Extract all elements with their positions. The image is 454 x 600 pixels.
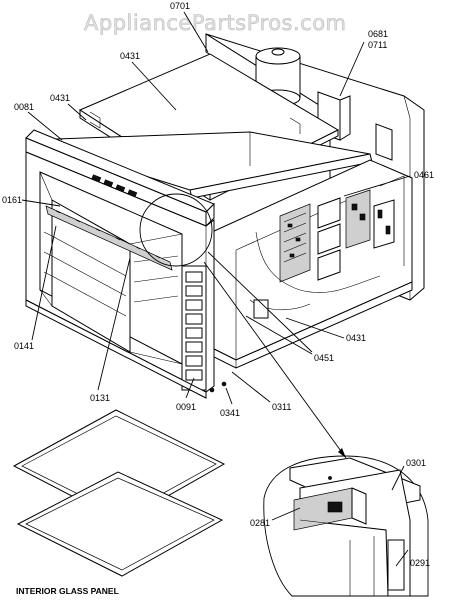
callout-0281: 0281 [250,518,270,528]
callout-0431-left: 0431 [50,93,70,103]
callout-labels: 0701 0681 0711 0431 0081 0431 0461 0161 … [2,1,434,596]
detail-inset [263,455,429,597]
callout-0431-mid: 0431 [346,333,366,343]
callout-0711: 0711 [368,40,387,50]
side-vent-strip [181,265,207,391]
callout-0091: 0091 [176,402,196,412]
callout-0161: 0161 [2,195,22,205]
callout-0681: 0681 [368,29,388,39]
callout-0431-top: 0431 [120,51,140,61]
callout-0451: 0451 [314,353,334,363]
detail-magnifier-circle [139,193,213,267]
leader-lines [21,11,411,567]
heating-element [45,205,173,271]
callout-0341: 0341 [220,408,240,418]
relay-blocks [317,189,395,281]
callout-0301: 0301 [406,458,426,468]
watermark-text: AppliancePartsPros.com [84,11,347,35]
callout-0081: 0081 [14,102,34,112]
wiring-harness [249,231,381,319]
glass-panel-lower [16,471,224,577]
relay-board [279,203,311,283]
callout-0291: 0291 [410,558,430,568]
bottom-trim [25,299,227,399]
callout-0141: 0141 [14,341,34,351]
caption-interior-glass-panel: INTERIOR GLASS PANEL [16,586,119,596]
callout-0131: 0131 [90,393,110,403]
callout-0701: 0701 [170,1,190,11]
callout-0311: 0311 [272,402,291,412]
callout-0461: 0461 [414,170,434,180]
